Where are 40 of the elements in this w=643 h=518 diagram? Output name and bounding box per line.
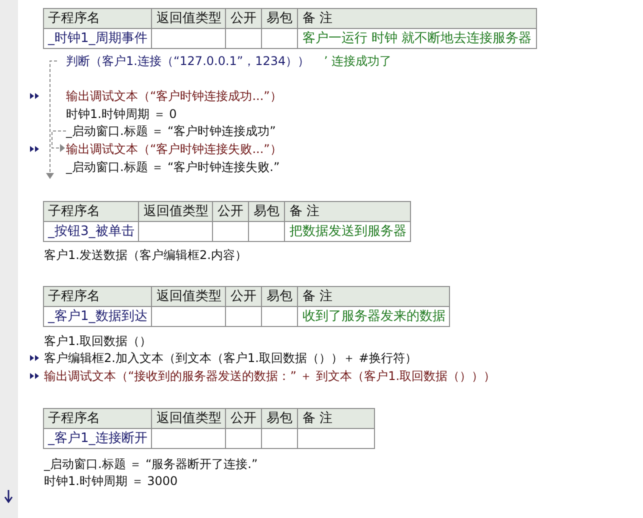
header-cell: 易包 xyxy=(262,408,298,428)
header-cell: 易包 xyxy=(262,286,298,306)
code-line: 判断（客户1.连接（“127.0.0.1”，1234）） xyxy=(66,53,310,70)
code-line: _启动窗口.标题 ＝ “客户时钟连接成功” xyxy=(66,123,276,140)
header-cell: 子程序名 xyxy=(44,286,152,306)
header-cell: 返回值类型 xyxy=(138,202,213,222)
code-line: 输出调试文本（“客户时钟连接成功...”） xyxy=(66,88,282,105)
header-cell: 公开 xyxy=(212,202,249,222)
code-comment: ’ 连接成功了 xyxy=(324,53,392,70)
header-cell: 备 注 xyxy=(298,408,375,428)
code-line: _启动窗口.标题 ＝ “客户时钟连接失败.” xyxy=(66,159,280,176)
remark-cell: 把数据发送到服务器 xyxy=(284,222,411,242)
code-line: 输出调试文本（“接收到的服务器发送的数据：” ＋ 到文本（客户1.取回数据（））） xyxy=(44,368,496,385)
header-cell: 备 注 xyxy=(284,202,411,222)
header-cell: 公开 xyxy=(226,286,262,306)
subroutine-name-cell: _时钟1_周期事件 xyxy=(44,28,152,48)
remark-cell: 收到了服务器发来的数据 xyxy=(298,306,450,326)
header-cell: 公开 xyxy=(226,408,262,428)
header-cell: 备 注 xyxy=(298,8,536,28)
header-cell: 备 注 xyxy=(298,286,450,306)
code-line: 客户编辑框2.加入文本（到文本（客户1.取回数据（））＋ #换行符） xyxy=(44,350,417,367)
code-line: _启动窗口.标题 ＝ “服务器断开了连接.” xyxy=(44,456,258,473)
subroutine-name-cell: _客户1_连接断开 xyxy=(44,428,152,448)
header-cell: 公开 xyxy=(226,8,262,28)
header-cell: 子程序名 xyxy=(44,202,139,222)
header-cell: 子程序名 xyxy=(44,408,152,428)
code-line: 客户1.发送数据（客户编辑框2.内容） xyxy=(44,247,247,264)
subroutine-name-cell: _按钮3_被单击 xyxy=(44,222,139,242)
header-cell: 返回值类型 xyxy=(152,8,226,28)
code-line: 客户1.取回数据（） xyxy=(44,333,152,350)
header-cell: 返回值类型 xyxy=(152,286,226,306)
remark-cell: 客户一运行 时钟 就不断地去连接服务器 xyxy=(298,28,536,48)
header-cell: 返回值类型 xyxy=(152,408,226,428)
subroutine-name-cell: _客户1_数据到达 xyxy=(44,306,152,326)
header-cell: 子程序名 xyxy=(44,8,152,28)
code-line: 时钟1.时钟周期 ＝ 3000 xyxy=(44,473,178,490)
header-cell: 易包 xyxy=(248,202,285,222)
header-cell: 易包 xyxy=(262,8,298,28)
code-line: 输出调试文本（“客户时钟连接失败...”） xyxy=(66,141,282,158)
code-line: 时钟1.时钟周期 ＝ 0 xyxy=(66,106,177,123)
